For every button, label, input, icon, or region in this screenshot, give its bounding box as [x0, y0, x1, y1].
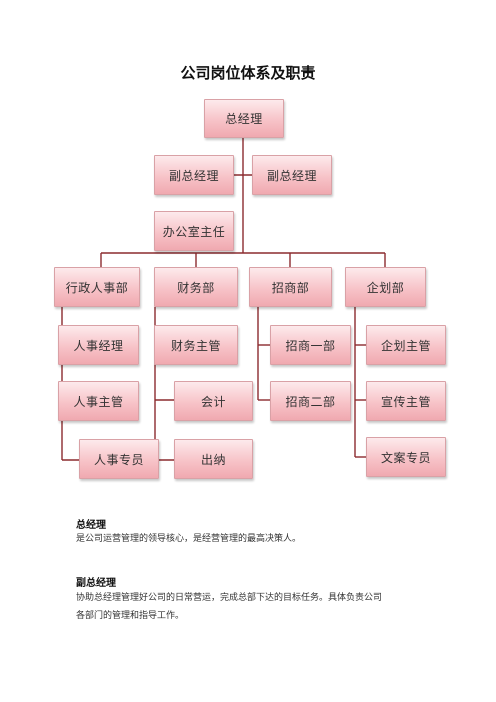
page-title: 公司岗位体系及职责 — [180, 64, 316, 82]
node-deputy-manager-1: 副总经理 — [154, 155, 234, 195]
section-text-deputy: 协助总经理管理好公司的日常营运，完成总部下达的目标任务。具体负责公司 各部门的管… — [76, 589, 436, 625]
node-office-director: 办公室主任 — [154, 211, 234, 251]
node-hr-supervisor: 人事主管 — [58, 381, 139, 421]
node-copywriter: 文案专员 — [366, 437, 446, 477]
node-dept-finance: 财务部 — [154, 267, 238, 307]
node-finance-supervisor: 财务主管 — [154, 325, 238, 365]
section-line: 协助总经理管理好公司的日常营运，完成总部下达的目标任务。具体负责公司 — [76, 593, 383, 603]
node-accountant: 会计 — [174, 381, 253, 421]
node-investment-dept-2: 招商二部 — [270, 381, 351, 421]
node-hr-manager: 人事经理 — [58, 325, 139, 365]
section-line: 是公司运营管理的领导核心，是经营管理的最高决策人。 — [76, 534, 302, 544]
section-heading-gm: 总经理 — [76, 520, 106, 531]
node-deputy-manager-2: 副总经理 — [252, 155, 332, 195]
node-planning-supervisor: 企划主管 — [366, 325, 446, 365]
node-dept-planning: 企划部 — [345, 267, 426, 307]
node-hr-specialist: 人事专员 — [79, 439, 159, 479]
node-dept-investment: 招商部 — [249, 267, 332, 307]
section-text-gm: 是公司运营管理的领导核心，是经营管理的最高决策人。 — [76, 530, 436, 548]
section-heading-deputy: 副总经理 — [76, 578, 116, 589]
node-publicity-supervisor: 宣传主管 — [366, 381, 446, 421]
section-line: 各部门的管理和指导工作。 — [76, 611, 185, 621]
node-general-manager: 总经理 — [204, 99, 284, 138]
node-cashier: 出纳 — [174, 439, 253, 479]
node-dept-admin-hr: 行政人事部 — [54, 267, 140, 307]
node-investment-dept-1: 招商一部 — [270, 325, 351, 365]
